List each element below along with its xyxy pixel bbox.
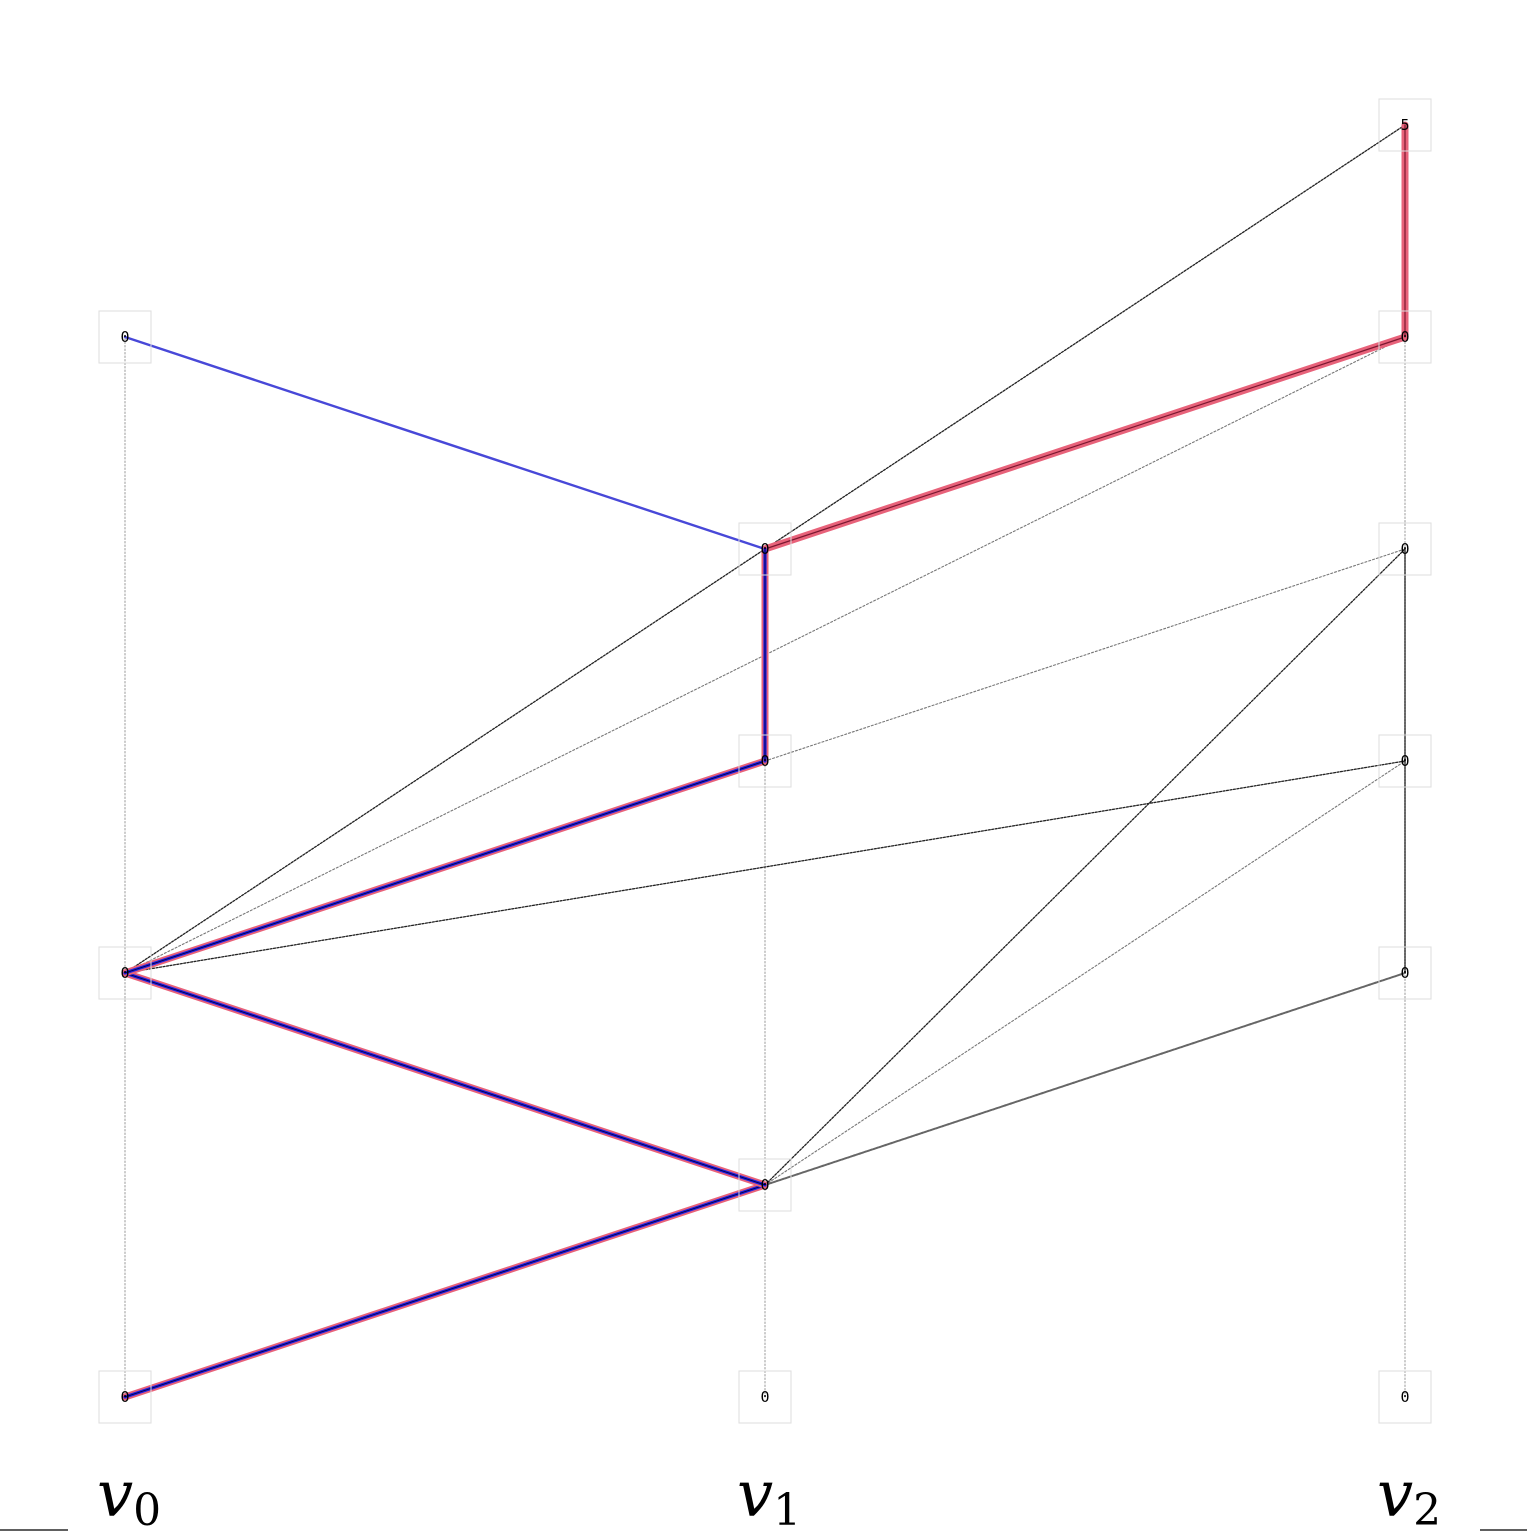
node-v2_6: 5 [1378,98,1432,152]
node-value: 5 [1400,116,1409,134]
node-v2_4: 0 [1378,522,1432,576]
node-box [1378,1370,1432,1424]
node-value: 0 [760,1388,769,1406]
node-box [738,734,792,788]
edge-stroke [124,760,1406,974]
node-v2_3: 0 [1378,734,1432,788]
edge-stroke [764,336,1406,550]
node-value: 0 [760,752,769,770]
node-box [738,1370,792,1424]
node-box [98,1370,152,1424]
edge-stroke [124,1184,766,1398]
node-v2_5: 0 [1378,310,1432,364]
column-label-v1: v1 [737,1458,801,1534]
node-value: 0 [1400,328,1409,346]
node-box [1378,946,1432,1000]
node-box [1378,522,1432,576]
node-box [98,310,152,364]
node-value: 0 [1400,964,1409,982]
edge-v0_2-v1_3 [121,757,769,977]
node-v0_0: 0 [98,1370,152,1424]
edge-v0_5-v1_4 [123,335,767,551]
node-value: 0 [760,1176,769,1194]
node-v0_5: 0 [98,310,152,364]
node-value: 0 [1400,540,1409,558]
node-value: 0 [120,1388,129,1406]
edge-stroke [124,972,766,1186]
edge-v0_2-v2_5 [124,336,1406,974]
node-box [1378,734,1432,788]
edge-v0_0-v1_1 [121,1181,769,1401]
edge-v1_1-v2_3 [764,760,1406,1186]
node-value: 0 [1400,752,1409,770]
node-v1_0: 0 [738,1370,792,1424]
node-v1_4: 0 [738,522,792,576]
node-box [1378,98,1432,152]
node-box [738,522,792,576]
edges-layer [121,121,1409,1401]
edge-stroke [124,336,1406,974]
edge-v1_1-v2_4 [764,548,1406,1186]
edge-stroke [764,548,1406,762]
edge-stroke [123,335,767,551]
node-v2_0: 0 [1378,1370,1432,1424]
column-label-v2: v2 [1377,1458,1441,1534]
edge-v1_3-v2_4 [764,548,1406,762]
node-value: 0 [120,328,129,346]
edge-v0_2-v2_3 [124,760,1406,974]
edge-stroke [764,972,1406,1186]
node-v1_3: 0 [738,734,792,788]
edge-v1_1-v2_2 [764,972,1406,1186]
node-v1_1: 0 [738,1158,792,1212]
node-v2_2: 0 [1378,946,1432,1000]
column-label-v0: v0 [97,1458,161,1534]
node-box [98,946,152,1000]
node-v0_2: 0 [98,946,152,1000]
nodes-layer: 0 0 0 0 0 0 0 0 0 0 0 0 5 [98,98,1432,1424]
edge-stroke [764,548,1406,1186]
node-box [738,1158,792,1212]
node-box [1378,310,1432,364]
edge-stroke [764,760,1406,1186]
edge-v1_1-v0_2 [121,969,769,1189]
node-value: 0 [1400,1388,1409,1406]
edge-v1_4-v2_5 [761,333,1409,553]
edge-stroke [124,760,766,974]
node-value: 0 [760,540,769,558]
node-value: 0 [120,964,129,982]
column-labels: v0 v1 v2 [97,1458,1441,1534]
